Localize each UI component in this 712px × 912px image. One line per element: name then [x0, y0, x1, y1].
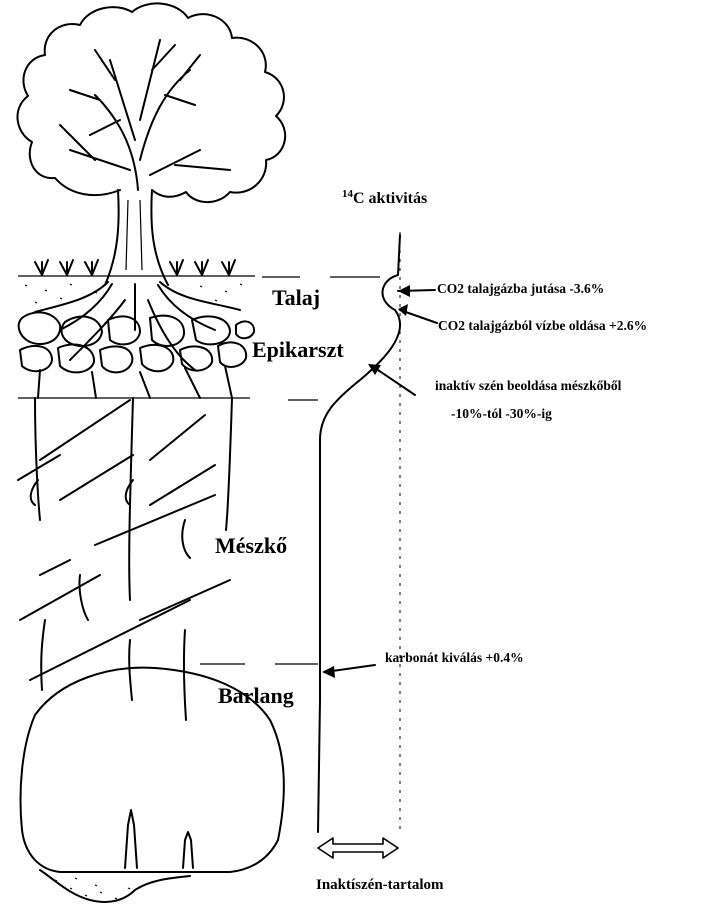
- activity-profile: [318, 232, 400, 832]
- bottom-axis-label: Inaktíszén-tartalom: [316, 877, 444, 893]
- annotation-carbonate: karbonát kiválás +0.4%: [385, 650, 524, 665]
- zone-label-epikarst: Epikarszt: [252, 337, 344, 362]
- epikarst-rocks: [18, 312, 254, 398]
- annotation-inactive-carbon-2: -10%-tól -30%-ig: [451, 406, 552, 421]
- zone-label-soil: Talaj: [272, 285, 320, 310]
- zone-label-cave: Barlang: [218, 683, 294, 708]
- activity-curve: [318, 235, 400, 832]
- inactive-carbon-double-arrow: [318, 838, 398, 858]
- limestone-fractures: [18, 398, 232, 720]
- tree-illustration: [17, 3, 285, 285]
- annotation-soil-gas: CO2 talajgázba jutása -3.6%: [437, 281, 604, 296]
- axis-title: 14C aktivitás: [342, 188, 427, 207]
- level-guides: [200, 277, 380, 664]
- zone-label-limestone: Mészkő: [215, 533, 287, 558]
- annotation-inactive-carbon-1: inaktív szén beoldása mészkőből: [435, 378, 622, 393]
- annotation-dissolution: CO2 talajgázból vízbe oldása +2.6%: [438, 318, 647, 333]
